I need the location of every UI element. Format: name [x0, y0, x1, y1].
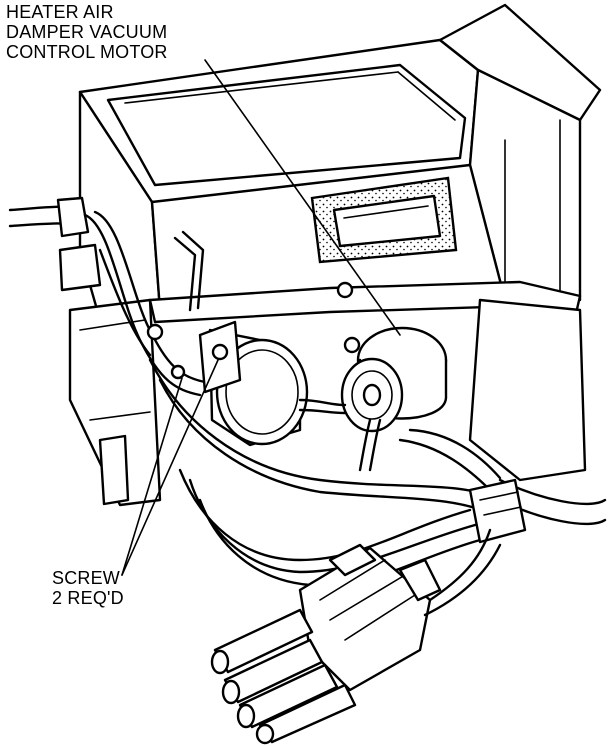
motor-label-line-2: DAMPER VACUUM: [6, 22, 168, 42]
motor-label-line-3: CONTROL MOTOR: [6, 42, 168, 62]
vacuum-control-motor: [336, 281, 448, 433]
vacuum-actuator-body: [146, 320, 309, 447]
hose-bundle: [148, 358, 607, 587]
motor-callout-label: HEATER AIR DAMPER VACUUM CONTROL MOTOR: [6, 2, 168, 62]
vent-outlet: [310, 176, 458, 264]
connector-hoses: [298, 398, 382, 472]
screw-label-line-2: 2 REQ'D: [52, 588, 124, 608]
screw-callout-label: SCREW 2 REQ'D: [52, 568, 124, 608]
screw-label-line-1: SCREW: [52, 568, 120, 588]
leader-lines: [121, 59, 401, 576]
motor-label-line-1: HEATER AIR: [6, 2, 114, 22]
multiport-connector: [298, 528, 502, 692]
left-bracket: [8, 196, 205, 507]
connector-stubs: [210, 608, 357, 745]
